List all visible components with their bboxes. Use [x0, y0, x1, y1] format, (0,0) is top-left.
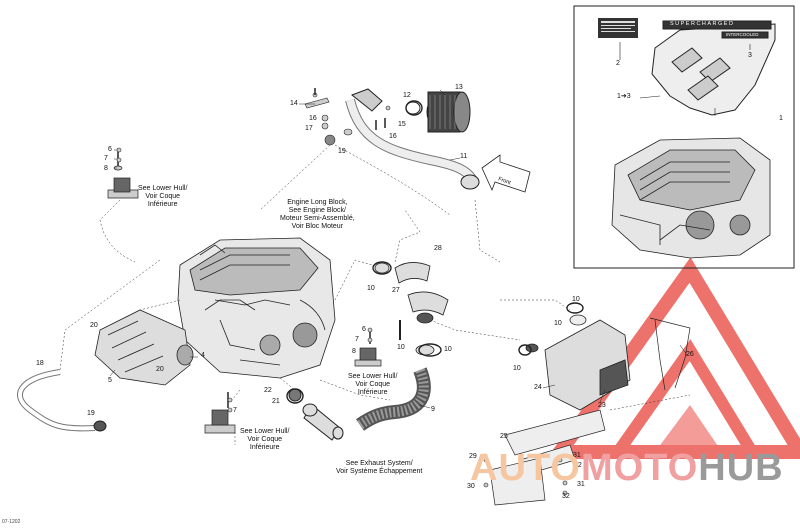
callout-11: 11 — [460, 153, 468, 160]
callout-9: 9 — [431, 406, 435, 413]
callout-8-mid: 8 — [352, 348, 356, 355]
callout-28: 28 — [434, 245, 442, 252]
fastener-icons — [304, 88, 391, 146]
callout-7-low: 7 — [233, 407, 237, 414]
callout-31a: 31 — [573, 452, 581, 459]
drain-hose-icon — [17, 369, 107, 432]
watermark-text: AUTOMOTOHUB — [470, 447, 784, 489]
callout-29: 29 — [469, 453, 477, 460]
engine-mount-mid-icon — [354, 330, 382, 367]
callout-30: 30 — [467, 483, 475, 490]
leader-lines — [59, 144, 691, 445]
callout-lines — [109, 89, 688, 409]
callout-10c: 10 — [444, 346, 452, 353]
exhaust-pipe-icon — [288, 388, 344, 441]
callout-12: 12 — [403, 92, 411, 99]
callout-14: 14 — [290, 100, 298, 107]
callout-16a: 16 — [309, 115, 317, 122]
callout-23: 23 — [598, 402, 606, 409]
inset-engine-icon — [611, 137, 771, 259]
callout-13: 13 — [455, 84, 463, 91]
callout-21: 21 — [272, 398, 280, 405]
clamp-icons — [286, 100, 584, 404]
callout-3: 3 — [748, 52, 752, 59]
callout-25: 25 — [500, 433, 508, 440]
engine-mount-icon — [107, 148, 139, 199]
callout-10a: 10 — [367, 285, 375, 292]
callout-1to3: 1➔3 — [617, 93, 631, 100]
callout-24: 24 — [534, 384, 542, 391]
intake-tube-icon — [345, 88, 480, 190]
footer-code: 07-1202 — [2, 519, 21, 525]
callout-4: 4 — [201, 352, 205, 359]
engine-block-icon — [177, 237, 336, 379]
callout-7-top: 7 — [104, 155, 108, 162]
callout-15: 15 — [398, 121, 406, 128]
callout-1: 1 — [779, 115, 783, 122]
coupler-icons — [374, 262, 449, 356]
callout-7-mid: 7 — [355, 336, 359, 343]
callout-20a: 20 — [90, 322, 98, 329]
callout-32a: 32 — [574, 462, 582, 469]
callout-31b: 31 — [577, 481, 585, 488]
callout-10f: 10 — [572, 296, 580, 303]
callout-27: 27 — [392, 287, 400, 294]
intake-manifold-icon — [94, 309, 194, 386]
callout-10b: 10 — [397, 344, 405, 351]
note-engine-long-block: Engine Long Block,See Engine Block/Moteu… — [280, 199, 355, 230]
callout-18: 18 — [36, 360, 44, 367]
front-arrow-icon — [481, 154, 531, 193]
bracket-icon — [489, 317, 691, 506]
cover-subtext: INTERCOOLED — [726, 32, 759, 37]
callout-10d: 10 — [513, 365, 521, 372]
callout-32b: 32 — [562, 493, 570, 500]
engine-cover-icon — [651, 20, 776, 116]
cover-text: SUPERCHARGED — [670, 21, 735, 27]
callout-10e: 10 — [554, 320, 562, 327]
callout-8-top: 8 — [104, 165, 108, 172]
callout-19a: 19 — [338, 148, 346, 155]
callout-16b: 16 — [389, 133, 397, 140]
callout-2: 2 — [616, 60, 620, 67]
bolt-icons — [116, 147, 568, 496]
air-filter-icon — [426, 91, 471, 133]
note-exhaust-system: See Exhaust System/Voir Système Échappem… — [336, 460, 423, 475]
callout-26: 26 — [686, 351, 694, 358]
callout-19b: 19 — [87, 410, 95, 417]
callout-6-mid: 6 — [362, 326, 366, 333]
callout-6-top: 6 — [108, 146, 112, 153]
callout-22: 22 — [264, 387, 272, 394]
front-label: Front — [497, 176, 512, 186]
callout-5: 5 — [108, 377, 112, 384]
callout-17: 17 — [305, 125, 313, 132]
exhaust-hose-icon — [355, 367, 431, 431]
callout-20b: 20 — [156, 366, 164, 373]
decal-icon — [598, 18, 638, 38]
intercooler-icon — [525, 314, 631, 411]
